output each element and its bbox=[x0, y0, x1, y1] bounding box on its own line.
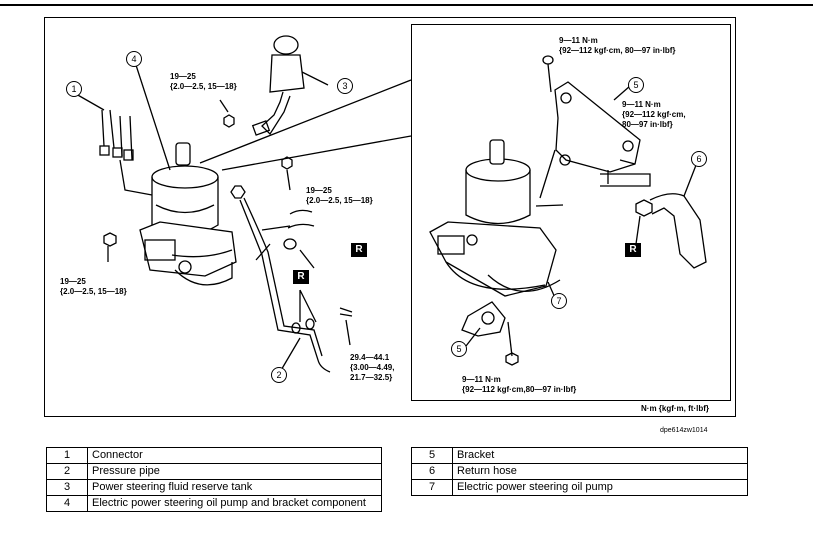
callout-5-lower: 5 bbox=[451, 341, 467, 357]
torque-spec-inset-top: 9—11 N·m {92—112 kgf·cm, 80—97 in·lbf} bbox=[559, 36, 676, 55]
pump-assembly-illustration bbox=[139, 142, 237, 286]
callout-7: 7 bbox=[551, 293, 567, 309]
header-rule bbox=[0, 4, 813, 6]
diagram-frame bbox=[44, 17, 736, 417]
torque-spec-bolt: 29.4—44.1 {3.00—4.49, 21.7—32.5} bbox=[350, 353, 395, 382]
legend-text: Connector bbox=[87, 447, 382, 464]
callout-1: 1 bbox=[66, 81, 82, 97]
callout-6: 6 bbox=[691, 151, 707, 167]
detail-inset-frame bbox=[411, 24, 731, 401]
torque-spec-inset-right: 9—11 N·m {92—112 kgf·cm, 80—97 in·lbf} bbox=[622, 100, 686, 129]
callout-3: 3 bbox=[337, 78, 353, 94]
torque-spec-top: 19—25 {2.0—2.5, 15—18} bbox=[170, 72, 237, 91]
callout-4: 4 bbox=[126, 51, 142, 67]
legend-text: Electric power steering oil pump and bra… bbox=[87, 495, 382, 512]
units-note: N·m {kgf·m, ft·lbf} bbox=[641, 404, 709, 413]
callout-5-upper: 5 bbox=[628, 77, 644, 93]
legend-key: 1 bbox=[46, 447, 88, 464]
legend-text: Bracket bbox=[452, 447, 748, 464]
legend-text: Return hose bbox=[452, 463, 748, 480]
legend-key: 7 bbox=[411, 479, 453, 496]
torque-spec-mid: 19—25 {2.0—2.5, 15—18} bbox=[306, 186, 373, 205]
replace-mark-return-hose: R bbox=[625, 243, 641, 257]
legend-key: 4 bbox=[46, 495, 88, 512]
callout-2: 2 bbox=[271, 367, 287, 383]
torque-spec-inset-bottom: 9—11 N·m {92—112 kgf·cm,80—97 in·lbf} bbox=[462, 375, 577, 394]
torque-spec-left: 19—25 {2.0—2.5, 15—18} bbox=[60, 277, 127, 296]
legend-text: Electric power steering oil pump bbox=[452, 479, 748, 496]
replace-mark-hose: R bbox=[351, 243, 367, 257]
replace-mark-washers: R bbox=[293, 270, 309, 284]
figure-id: dpe614zw1014 bbox=[660, 427, 708, 434]
connector-illustration bbox=[99, 109, 153, 196]
legend-text: Pressure pipe bbox=[87, 463, 382, 480]
legend-key: 6 bbox=[411, 463, 453, 480]
legend-key: 2 bbox=[46, 463, 88, 480]
inset-pump-illustration bbox=[429, 139, 561, 297]
reserve-tank-illustration bbox=[251, 35, 305, 136]
legend-text: Power steering fluid reserve tank bbox=[87, 479, 382, 496]
legend-key: 5 bbox=[411, 447, 453, 464]
legend-key: 3 bbox=[46, 479, 88, 496]
